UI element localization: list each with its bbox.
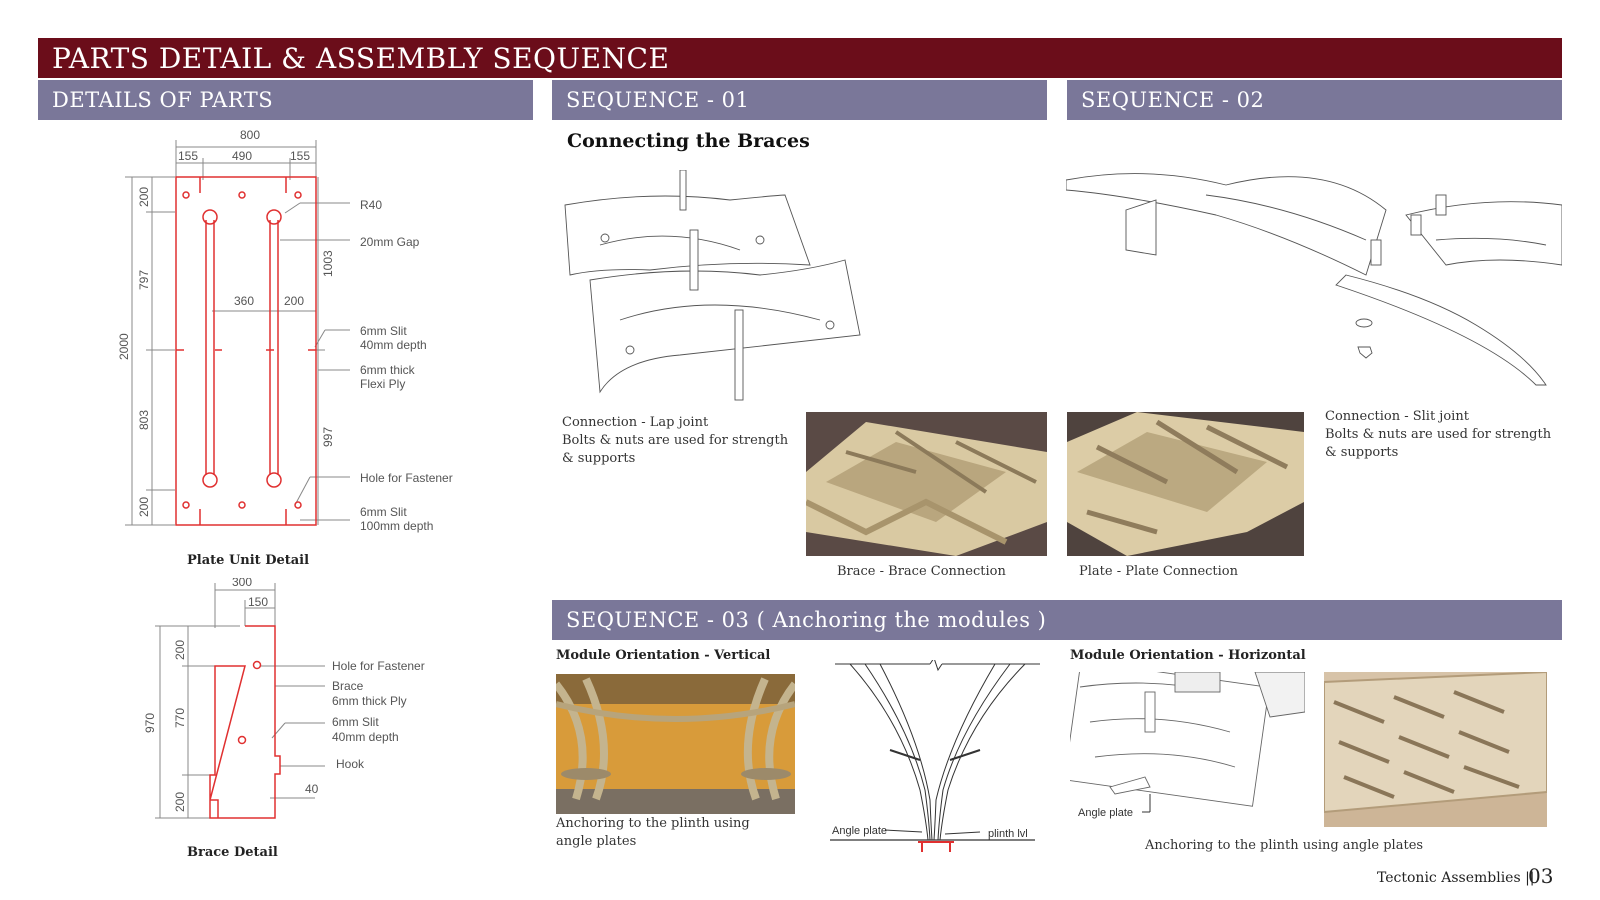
dim-155b: 155	[290, 149, 310, 163]
label-thick2: Flexi Ply	[360, 377, 405, 391]
brace-label-hole: Hole for Fastener	[332, 659, 425, 673]
seq2-note-2: Bolts & nuts are used for strength	[1325, 427, 1552, 442]
brace-label-slit2: 40mm depth	[332, 730, 399, 744]
seq2-note-1: Connection - Slit joint	[1325, 409, 1469, 424]
footer-text: Tectonic Assemblies ||	[1377, 870, 1535, 886]
vertical-caption-1: Anchoring to the plinth using	[556, 816, 750, 831]
seq1-assembly-drawing	[564, 170, 861, 401]
section-seq1-title: SEQUENCE - 01	[566, 88, 750, 112]
label-gap: 20mm Gap	[360, 235, 420, 249]
section-seq1-bar: SEQUENCE - 01	[552, 80, 1047, 120]
brace-dim-300: 300	[232, 578, 252, 589]
brace-dim-200-top: 200	[173, 640, 187, 660]
angle-plate-label: Angle plate	[832, 825, 887, 837]
section-seq2-bar: SEQUENCE - 02	[1067, 80, 1562, 120]
plinth-label: plinth lvl	[988, 828, 1028, 840]
label-slit-b: 6mm Slit	[360, 505, 407, 519]
brace-dim-970: 970	[143, 713, 157, 733]
label-thick: 6mm thick	[360, 363, 416, 377]
dim-490: 490	[232, 149, 252, 163]
seq1-heading: Connecting the Braces	[567, 130, 810, 152]
dim-360: 360	[234, 294, 254, 308]
brace-detail-caption: Brace Detail	[187, 845, 278, 860]
seq2-assembly-drawing	[1066, 173, 1562, 386]
dim-200-top: 200	[137, 187, 151, 207]
label-hole: Hole for Fastener	[360, 471, 453, 485]
brace-label-brace: Brace	[332, 679, 364, 693]
plate-unit-drawing: 800 155 490 155 R40 20mm Gap 360 200 6mm…	[117, 128, 453, 533]
label-r40: R40	[360, 198, 382, 212]
dim-1003: 1003	[321, 250, 335, 277]
vertical-heading: Module Orientation - Vertical	[556, 648, 771, 663]
vertical-anchoring-drawing: Angle plate plinth lvl	[830, 660, 1040, 852]
section-details-bar: DETAILS OF PARTS	[38, 80, 533, 120]
brace-label-hook: Hook	[336, 757, 365, 771]
vertical-caption-2: angle plates	[556, 834, 637, 849]
plate-detail-caption: Plate Unit Detail	[187, 553, 310, 568]
dim-200-bottom: 200	[137, 497, 151, 517]
page-title-bar: PARTS DETAIL & ASSEMBLY SEQUENCE	[38, 38, 1562, 78]
angle-plate-label-2: Angle plate	[1078, 807, 1133, 819]
brace-outline	[209, 625, 281, 819]
plate-connection-caption: Plate - Plate Connection	[1079, 564, 1239, 579]
dim-797: 797	[137, 270, 151, 290]
plate-connection-photo	[1067, 412, 1304, 556]
horizontal-caption: Anchoring to the plinth using angle plat…	[1145, 838, 1424, 853]
brace-detail-drawing: 300 150 Hole for Fastener Brace 6mm thic…	[143, 578, 425, 819]
horizontal-orientation-photo	[1324, 672, 1547, 827]
label-slit-b2: 100mm depth	[360, 519, 433, 533]
horizontal-anchoring-drawing: Angle plate	[1070, 672, 1305, 819]
plate-outline	[175, 176, 317, 526]
brace-connection-caption: Brace - Brace Connection	[837, 564, 1006, 579]
seq1-note-3: & supports	[562, 451, 636, 466]
label-slit-a: 6mm Slit	[360, 324, 407, 338]
dim-155a: 155	[178, 149, 198, 163]
brace-connection-photo	[806, 412, 1047, 556]
brace-dim-150: 150	[248, 595, 268, 609]
label-slit-a2: 40mm depth	[360, 338, 427, 352]
dim-2000: 2000	[117, 333, 131, 360]
brace-dim-200-bottom: 200	[173, 792, 187, 812]
dim-200-mid: 200	[284, 294, 304, 308]
dim-803: 803	[137, 410, 151, 430]
seq1-note-1: Connection - Lap joint	[562, 415, 709, 430]
dim-800: 800	[240, 128, 260, 142]
section-details-title: DETAILS OF PARTS	[52, 88, 274, 112]
brace-label-brace2: 6mm thick Ply	[332, 694, 407, 708]
brace-dim-40: 40	[305, 782, 319, 796]
page-number: 03	[1528, 864, 1554, 888]
page-title: PARTS DETAIL & ASSEMBLY SEQUENCE	[52, 42, 670, 75]
vertical-orientation-photo	[556, 674, 795, 814]
section-seq3-bar: SEQUENCE - 03 ( Anchoring the modules )	[552, 600, 1562, 640]
section-seq3-title: SEQUENCE - 03 ( Anchoring the modules )	[566, 608, 1047, 632]
dim-997: 997	[321, 427, 335, 447]
horizontal-heading: Module Orientation - Horizontal	[1070, 648, 1306, 663]
seq1-note-2: Bolts & nuts are used for strength	[562, 433, 789, 448]
brace-label-slit: 6mm Slit	[332, 715, 379, 729]
brace-dim-770: 770	[173, 708, 187, 728]
section-seq2-title: SEQUENCE - 02	[1081, 88, 1265, 112]
seq2-note-3: & supports	[1325, 445, 1399, 460]
